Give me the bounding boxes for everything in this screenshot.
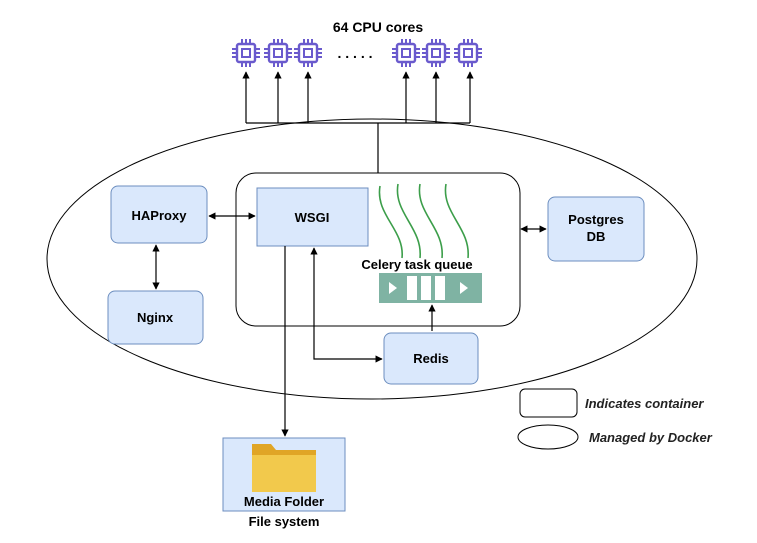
cpu-chip-icon bbox=[391, 38, 421, 68]
cpu-chip-icon bbox=[453, 38, 483, 68]
cpu-chip-icon bbox=[263, 38, 293, 68]
legend-container-label: Indicates container bbox=[585, 396, 704, 411]
celery-label: Celery task queue bbox=[361, 257, 472, 272]
postgres-db-label: DB bbox=[587, 229, 606, 244]
cpu-bus-lines bbox=[242, 71, 474, 173]
postgres-label: Postgres bbox=[568, 212, 624, 227]
cpu-ellipsis: . . . . . bbox=[337, 45, 372, 61]
legend-docker-label: Managed by Docker bbox=[589, 430, 713, 445]
cpu-chip-icon bbox=[421, 38, 451, 68]
haproxy-label: HAProxy bbox=[132, 208, 188, 223]
cpu-chip-icon bbox=[231, 38, 261, 68]
docker-ellipse bbox=[46, 118, 698, 400]
celery-queue-icon bbox=[379, 273, 482, 303]
haproxy-box bbox=[110, 185, 208, 244]
redis-box bbox=[383, 332, 479, 385]
cpu-cores-title: 64 CPU cores bbox=[333, 19, 423, 35]
postgres-box bbox=[547, 196, 645, 262]
folder-icon bbox=[252, 444, 316, 492]
cpu-chip-icon bbox=[293, 38, 323, 68]
wsgi-box bbox=[256, 187, 369, 247]
nginx-label: Nginx bbox=[137, 310, 174, 325]
nginx-box bbox=[107, 290, 204, 345]
file-system-label: File system bbox=[249, 514, 320, 529]
media-folder-label: Media Folder bbox=[244, 494, 324, 509]
redis-label: Redis bbox=[413, 351, 448, 366]
legend-docker-swatch bbox=[517, 424, 579, 450]
legend-container-swatch bbox=[519, 388, 578, 418]
connectors bbox=[152, 212, 547, 437]
celery-waves bbox=[378, 183, 469, 259]
wsgi-label: WSGI bbox=[295, 210, 330, 225]
